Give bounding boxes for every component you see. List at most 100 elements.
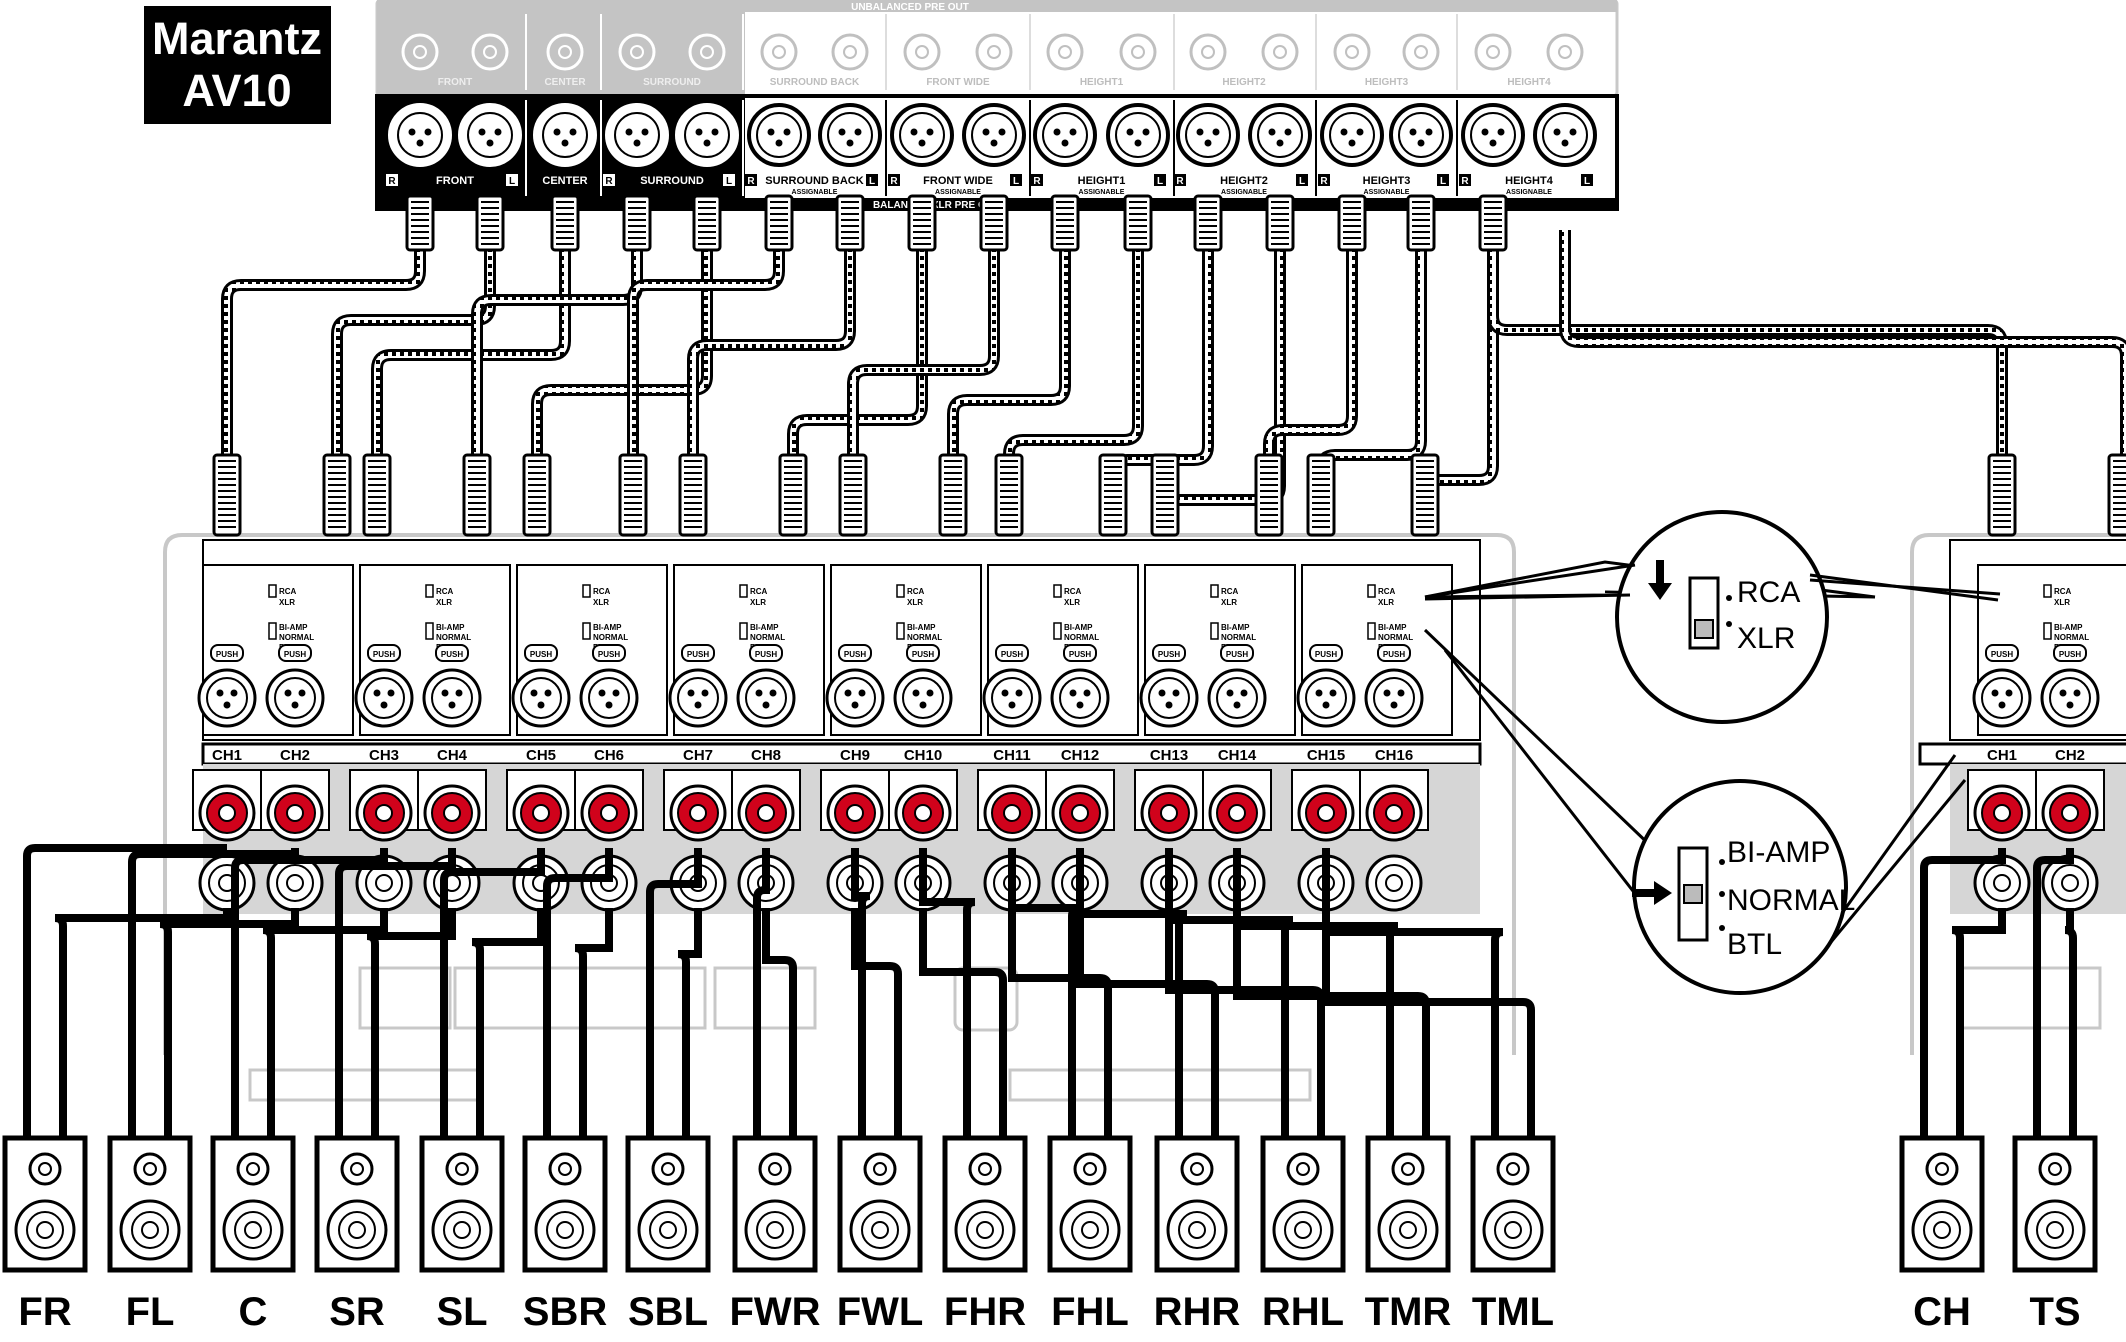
switch-normal-label: NORMAL	[1064, 633, 1099, 642]
amp-xlr-input-icon[interactable]: PUSH	[1207, 644, 1267, 728]
speaker-terminal-icon[interactable]	[2035, 769, 2105, 912]
xlr-plug-icon	[907, 194, 937, 252]
mode-switch-icon[interactable]	[896, 622, 905, 640]
input-switch-icon[interactable]	[268, 584, 277, 598]
xlr-plug-icon	[1410, 453, 1440, 537]
input-switch-icon[interactable]	[425, 584, 434, 598]
amp-xlr-input-icon[interactable]: PUSH	[668, 644, 728, 728]
speaker-wire	[919, 908, 1007, 1140]
mode-switch-icon[interactable]	[268, 622, 277, 640]
switch-biamp-label: BI-AMP	[750, 623, 779, 632]
xlr-jack-icon	[1033, 103, 1097, 167]
channel-label: CH9	[840, 747, 870, 764]
input-switch-icon[interactable]	[896, 584, 905, 598]
amp-xlr-input-icon[interactable]: PUSH	[422, 644, 482, 728]
amp-xlr-input-icon[interactable]: PUSH	[511, 644, 571, 728]
speaker-label: TS	[2029, 1290, 2080, 1334]
xlr-jack-icon	[1461, 103, 1525, 167]
cable-layer	[212, 194, 2126, 537]
speaker-label: SBR	[523, 1290, 608, 1334]
speaker-label: FHL	[1051, 1290, 1129, 1334]
channel-label: CH1	[212, 747, 242, 764]
push-label: PUSH	[441, 650, 463, 659]
speaker-terminal-icon[interactable]	[506, 769, 576, 912]
mode-switch-icon[interactable]	[582, 622, 591, 640]
switch-biamp-label: BI-AMP	[1221, 623, 1250, 632]
mode-select-callout: BI-AMP NORMAL BTL	[1423, 628, 1967, 995]
right-mark: R	[1033, 176, 1041, 187]
xlr-plug-icon	[1123, 194, 1153, 252]
speaker-terminal-icon[interactable]	[1202, 769, 1272, 912]
speaker-icon: FHL	[1047, 1135, 1133, 1334]
rca-jack-icon	[471, 33, 509, 71]
xlr-plug-icon	[362, 453, 392, 537]
balanced-group-label: SURROUND BACK	[765, 175, 863, 187]
xlr-plug-icon	[1337, 194, 1367, 252]
xlr-plug-icon	[1098, 453, 1128, 537]
amp-xlr-input-icon[interactable]: PUSH	[1364, 644, 1424, 728]
input-switch-icon[interactable]	[1053, 584, 1062, 598]
xlr-plug-icon	[764, 194, 794, 252]
callout-biamp-label: BI-AMP	[1727, 836, 1830, 869]
mode-switch-icon[interactable]	[1367, 622, 1376, 640]
amp-xlr-input-icon[interactable]: PUSH	[893, 644, 953, 728]
right-mark: R	[1461, 176, 1469, 187]
speaker-wire	[23, 844, 227, 1140]
unbalanced-group-label: HEIGHT4	[1507, 77, 1551, 88]
amp-xlr-input-icon[interactable]: PUSH	[197, 644, 257, 728]
amp-xlr-input-icon[interactable]: PUSH	[982, 644, 1042, 728]
assignable-label: ASSIGNABLE	[1364, 189, 1410, 196]
input-switch-icon[interactable]	[1367, 584, 1376, 598]
input-switch-icon[interactable]	[2043, 584, 2052, 598]
amp-xlr-input-icon[interactable]: PUSH	[354, 644, 414, 728]
mode-switch-icon[interactable]	[2043, 622, 2052, 640]
amp-channels: RCAXLRBI-AMPNORMALBTLPUSHPUSHCH1CH2RCAXL…	[192, 564, 2126, 912]
input-switch-icon[interactable]	[739, 584, 748, 598]
mode-switch-icon[interactable]	[425, 622, 434, 640]
xlr-plug-icon	[1150, 453, 1180, 537]
mode-switch-icon[interactable]	[1053, 622, 1062, 640]
amp-xlr-input-icon[interactable]: PUSH	[1972, 644, 2032, 728]
callout-rca-label: RCA	[1737, 576, 1800, 609]
amp-xlr-input-icon[interactable]: PUSH	[1139, 644, 1199, 728]
mode-switch-icon[interactable]	[739, 622, 748, 640]
channel-label: CH15	[1307, 747, 1345, 764]
input-switch-icon[interactable]	[1210, 584, 1219, 598]
input-switch-icon[interactable]	[582, 584, 591, 598]
xlr-cable	[1003, 230, 1144, 470]
speaker-icon: SL	[419, 1135, 505, 1334]
amp-xlr-input-icon[interactable]: PUSH	[1050, 644, 1110, 728]
amp-xlr-input-icon[interactable]: PUSH	[265, 644, 325, 728]
callout-btl-label: BTL	[1727, 928, 1782, 961]
amp-xlr-input-icon[interactable]: PUSH	[1296, 644, 1356, 728]
speaker-terminal-icon[interactable]	[574, 769, 644, 912]
amp-xlr-input-icon[interactable]: PUSH	[736, 644, 796, 728]
speaker-terminal-icon[interactable]	[192, 769, 262, 912]
xlr-plug-icon	[1050, 194, 1080, 252]
brand-name: Marantz	[152, 13, 322, 64]
speaker-wire	[231, 848, 388, 1140]
speaker-terminal-icon[interactable]	[260, 769, 330, 912]
speaker-terminal-icon[interactable]	[1967, 769, 2037, 912]
xlr-jack-icon	[1320, 103, 1384, 167]
speaker-label: TMR	[1365, 1290, 1452, 1334]
speaker-terminal-icon[interactable]	[1359, 769, 1429, 912]
speaker-icon: FWL	[837, 1135, 923, 1334]
xlr-jack-icon	[1248, 103, 1312, 167]
switch-normal-label: NORMAL	[593, 633, 628, 642]
switch-rca-label: RCA	[1221, 587, 1239, 596]
xlr-plug-icon	[838, 453, 868, 537]
input-switch-knob	[1694, 619, 1714, 639]
xlr-plug-icon	[692, 194, 722, 252]
amp-xlr-input-icon[interactable]: PUSH	[825, 644, 885, 728]
amp-xlr-input-icon[interactable]: PUSH	[579, 644, 639, 728]
mode-switch-icon[interactable]	[1210, 622, 1219, 640]
xlr-jack-icon	[890, 103, 954, 167]
xlr-plug-icon	[1254, 453, 1284, 537]
switch-biamp-label: BI-AMP	[593, 623, 622, 632]
rca-jack-icon	[688, 33, 726, 71]
speaker-wire	[1233, 908, 1430, 1140]
amp-xlr-input-icon[interactable]: PUSH	[2040, 644, 2100, 728]
push-label: PUSH	[530, 650, 552, 659]
